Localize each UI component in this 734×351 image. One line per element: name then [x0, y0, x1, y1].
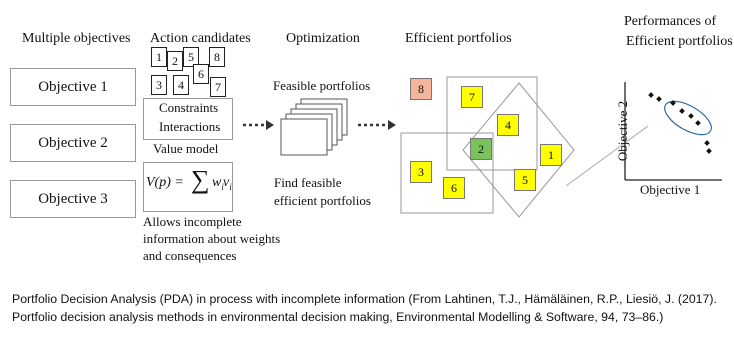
interactions-label: Interactions: [159, 119, 221, 134]
connector-line: [565, 125, 649, 187]
scatter-point: [706, 148, 712, 154]
highlight-ellipse: [664, 100, 712, 136]
region-diamond: [462, 82, 575, 218]
action-card: 3: [151, 75, 167, 95]
formula-v: vi: [223, 175, 232, 192]
y-axis-label: Objective 2: [615, 100, 630, 162]
portfolio-8: 8: [410, 78, 432, 100]
portfolio-7: 7: [461, 86, 483, 108]
performance-axes: [624, 82, 722, 181]
find-feasible-label: Find feasible: [274, 175, 342, 190]
action-card: 7: [210, 77, 226, 97]
action-card: 1: [151, 47, 167, 67]
portfolio-4: 4: [497, 114, 519, 136]
header-multiple-objectives: Multiple objectives: [22, 31, 131, 46]
weight-subscript: i: [221, 181, 224, 192]
formula-box: [143, 162, 233, 212]
efficient-portfolios-text: efficient portfolios: [274, 193, 371, 208]
objective-label: Objective 3: [38, 190, 108, 207]
figure-caption: Portfolio Decision Analysis (PDA) in pro…: [12, 292, 717, 324]
weight-symbol: w: [212, 175, 222, 190]
allows-text-line3: and consequences: [143, 248, 237, 263]
header-performances-line2: Efficient portfolios: [626, 34, 733, 49]
scatter-point: [656, 96, 662, 102]
objective-label: Objective 2: [38, 134, 108, 151]
action-card: 6: [193, 64, 209, 84]
arrow-head-2: [388, 120, 396, 130]
scatter-points: [648, 92, 712, 154]
allows-text-line1: Allows incomplete: [143, 214, 242, 229]
scatter-point: [695, 120, 701, 126]
header-efficient-portfolios: Efficient portfolios: [405, 31, 512, 46]
action-card: 2: [167, 51, 183, 71]
x-axis-label: Objective 1: [640, 182, 701, 197]
scatter-point: [679, 108, 685, 114]
allows-text-line2: information about weights: [143, 231, 281, 246]
constraints-box: [143, 98, 233, 140]
action-card: 4: [173, 75, 189, 95]
value-model-label: Value model: [153, 141, 219, 156]
constraints-label: Constraints: [159, 100, 219, 115]
objective-box-3: Objective 3: [10, 180, 136, 218]
sigma-symbol: ∑: [191, 165, 210, 194]
formula-lhs: V(p) =: [146, 175, 184, 190]
objective-box-2: Objective 2: [10, 124, 136, 162]
feasible-portfolios-label: Feasible portfolios: [273, 78, 371, 93]
header-performances-line1: Performances of: [624, 14, 717, 29]
action-card: 5: [183, 47, 199, 67]
scatter-point: [648, 92, 654, 98]
region-rect-top: [446, 76, 538, 171]
scatter-point: [688, 113, 694, 119]
portfolio-3: 3: [410, 161, 432, 183]
portfolio-6: 6: [443, 177, 465, 199]
action-card: 8: [209, 47, 225, 67]
value-subscript: i: [229, 181, 232, 192]
portfolio-5: 5: [514, 169, 536, 191]
arrow-head-1: [266, 120, 274, 130]
formula-w: wi: [212, 175, 224, 192]
value-symbol: v: [223, 175, 230, 190]
region-rect-bottom: [400, 132, 494, 214]
objective-box-1: Objective 1: [10, 68, 136, 106]
stacked-pages-icon: [280, 98, 348, 156]
header-optimization: Optimization: [286, 31, 360, 46]
objective-label: Objective 1: [38, 78, 108, 95]
scatter-point: [704, 140, 710, 146]
portfolio-2: 2: [470, 138, 492, 160]
header-action-candidates: Action candidates: [150, 31, 251, 46]
portfolio-1: 1: [540, 144, 562, 166]
scatter-point: [670, 100, 676, 106]
